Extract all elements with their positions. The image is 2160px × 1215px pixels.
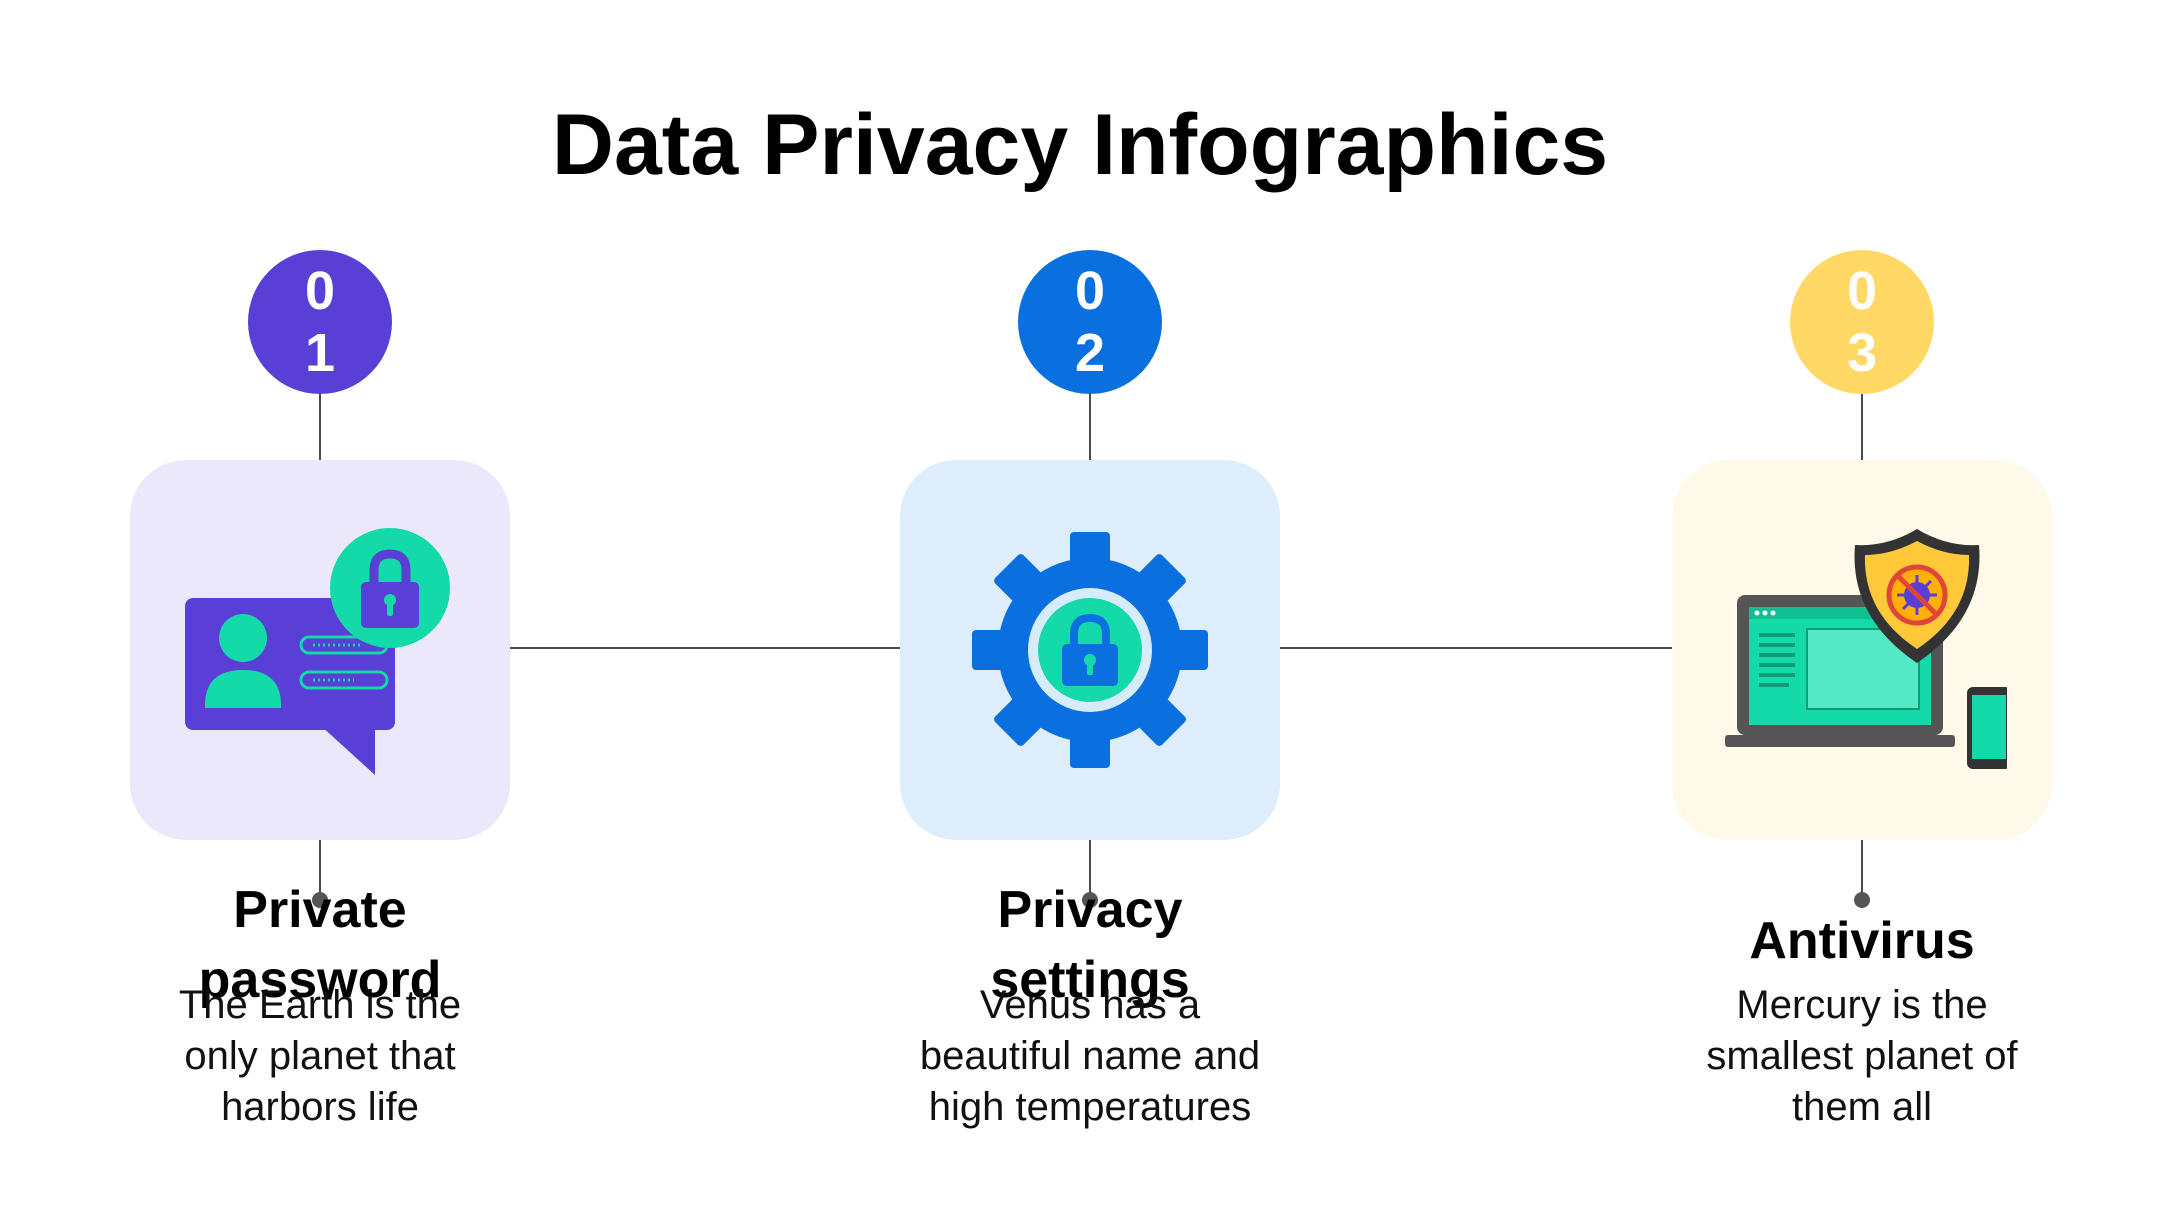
step-1-description: The Earth is the only planet that harbor… bbox=[90, 980, 550, 1133]
step-3-description: Mercury is the smallest planet of them a… bbox=[1632, 980, 2092, 1133]
step-2-desc-line: beautiful name and bbox=[919, 1034, 1261, 1078]
step-2-title-line2: settings bbox=[990, 951, 1190, 1009]
step-1-number-top: 0 bbox=[304, 261, 336, 321]
step-3-bottom-stem bbox=[1861, 840, 1863, 900]
step-2-title-line1: Privacy bbox=[997, 881, 1183, 939]
step-3-desc-line: Mercury is the bbox=[1736, 983, 1988, 1027]
step-3-number-bottom: 3 bbox=[1846, 323, 1878, 383]
step-2-number-bottom: 2 bbox=[1074, 323, 1106, 383]
step-1-number-bottom: 1 bbox=[304, 323, 336, 383]
gear-lock-icon bbox=[972, 532, 1208, 768]
step-1-title-line1: Private bbox=[233, 881, 407, 939]
step-2-stem-dot bbox=[1082, 892, 1098, 908]
step-1-desc-line: only planet that bbox=[184, 1034, 456, 1078]
step-3-stem-dot bbox=[1854, 892, 1870, 908]
step-1-title: Private password bbox=[90, 875, 550, 1015]
step-3-card bbox=[1672, 460, 2052, 840]
step-2-bottom-stem bbox=[1089, 840, 1091, 900]
step-3-desc-line: them all bbox=[1791, 1085, 1933, 1129]
step-1-stem-dot bbox=[312, 892, 328, 908]
page-title: Data Privacy Infographics bbox=[551, 97, 1609, 193]
connector-line-1-2 bbox=[510, 647, 900, 649]
step-1-desc-line: harbors life bbox=[221, 1085, 419, 1129]
connector-line-2-3 bbox=[1280, 647, 1672, 649]
step-2-top-stem bbox=[1089, 390, 1091, 460]
step-1-top-stem bbox=[319, 390, 321, 460]
step-2-desc-line: high temperatures bbox=[928, 1085, 1252, 1129]
step-3-number-top: 0 bbox=[1846, 261, 1878, 321]
laptop-shield-virus-icon bbox=[1725, 529, 2007, 769]
step-1-number-badge: 0 1 bbox=[248, 250, 392, 394]
password-chat-lock-icon bbox=[185, 528, 450, 775]
step-2-title: Privacy settings bbox=[860, 875, 1320, 1015]
step-2-card bbox=[900, 460, 1280, 840]
step-2-desc-line: Venus has a bbox=[979, 983, 1201, 1027]
step-3-title: Antivirus bbox=[1632, 906, 2092, 976]
step-1-card bbox=[130, 460, 510, 840]
step-2-number-badge: 0 2 bbox=[1018, 250, 1162, 394]
step-2-description: Venus has a beautiful name and high temp… bbox=[860, 980, 1320, 1133]
step-3-top-stem bbox=[1861, 390, 1863, 460]
step-3-number-badge: 0 3 bbox=[1790, 250, 1934, 394]
step-1-desc-line: The Earth is the bbox=[178, 983, 462, 1027]
step-1-bottom-stem bbox=[319, 840, 321, 900]
step-1-title-line2: password bbox=[198, 951, 442, 1009]
step-3-title-line1: Antivirus bbox=[1749, 912, 1975, 970]
step-3-desc-line: smallest planet of bbox=[1706, 1034, 2018, 1078]
step-2-number-top: 0 bbox=[1074, 261, 1106, 321]
